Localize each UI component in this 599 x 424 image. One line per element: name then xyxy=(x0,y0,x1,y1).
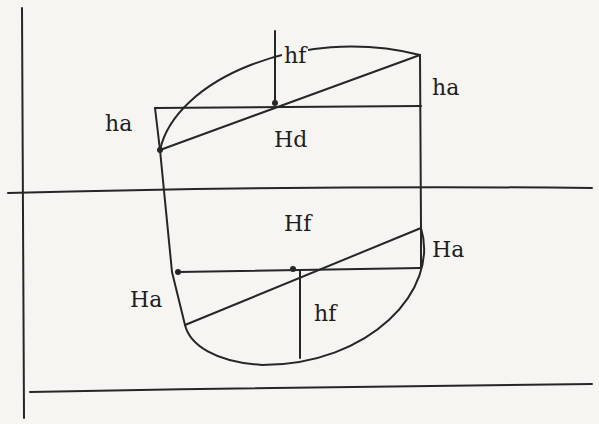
lower-right-offset xyxy=(420,228,422,268)
lower-vertical xyxy=(299,270,301,358)
junction-dot xyxy=(157,147,163,153)
head-loss-label: hf xyxy=(312,302,338,326)
junction-dot xyxy=(175,269,181,275)
upper-horizontal xyxy=(155,106,421,108)
middle-line xyxy=(8,187,592,193)
offset-label: ha xyxy=(430,76,461,100)
upper-left-offset xyxy=(155,108,160,150)
junction-dot xyxy=(290,266,296,272)
upper-vertical xyxy=(274,31,276,102)
offset-label: Ha xyxy=(128,288,164,312)
vertical-axis xyxy=(22,8,24,418)
junction-dot xyxy=(272,100,278,106)
lower-diagonal xyxy=(185,228,421,325)
base-line xyxy=(30,384,592,392)
offset-label: Ha xyxy=(430,238,466,262)
head-loss-label: hf xyxy=(282,44,308,68)
head-label: Hd xyxy=(272,128,309,152)
offset-label: ha xyxy=(103,112,134,136)
section-outline xyxy=(160,47,424,365)
head-label: Hf xyxy=(282,212,313,236)
